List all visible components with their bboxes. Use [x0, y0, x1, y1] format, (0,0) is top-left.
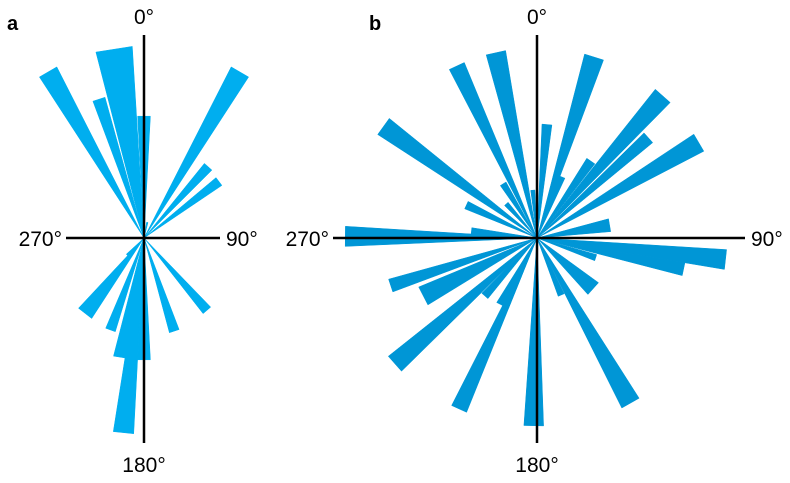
petal-b-5	[504, 201, 538, 239]
petals-b	[344, 50, 727, 427]
petal-b-13	[536, 88, 671, 239]
angle-label-90-b: 90°	[751, 228, 783, 251]
petal-b-9	[536, 123, 553, 239]
petal-b-15	[536, 133, 705, 239]
angle-label-180-a: 180°	[122, 454, 165, 477]
angle-label-0-a: 0°	[134, 6, 154, 29]
petal-b-22	[536, 237, 565, 297]
petal-a-13	[105, 237, 145, 333]
petal-b-28	[418, 237, 538, 306]
petal-b-18	[536, 237, 686, 276]
petal-b-4	[499, 181, 538, 239]
petal-a-1	[95, 46, 145, 239]
petal-b-25	[496, 237, 538, 309]
petal-a-5	[143, 66, 249, 239]
petal-a-8	[143, 237, 212, 314]
petal-b-11	[536, 175, 566, 239]
petal-a-0	[39, 66, 145, 239]
petal-b-27	[387, 237, 538, 372]
angle-label-270-a: 270°	[19, 228, 62, 251]
petal-a-15	[125, 237, 145, 257]
angle-label-270-b: 270°	[286, 228, 329, 251]
petal-a-7	[143, 177, 223, 239]
petal-b-26	[481, 237, 538, 299]
panel-label-a: a	[7, 13, 19, 35]
petal-b-1	[448, 62, 538, 239]
petal-b-2	[377, 118, 538, 239]
petal-b-0	[485, 50, 538, 239]
petal-a-2	[92, 96, 145, 239]
petal-a-12	[113, 237, 145, 361]
petal-a-14	[78, 237, 145, 319]
rose-diagram-a: a 0° 90° 180° 270°	[7, 6, 258, 477]
angle-label-0-b: 0°	[527, 6, 547, 29]
petal-b-19	[536, 237, 598, 262]
petal-b-7	[470, 227, 538, 239]
petal-b-21	[536, 237, 640, 409]
petal-b-23	[523, 237, 544, 427]
petal-b-8	[344, 226, 538, 247]
petal-b-29	[388, 237, 538, 293]
panel-label-b: b	[369, 13, 381, 35]
petal-b-16	[536, 218, 611, 239]
petal-b-20	[536, 237, 599, 295]
petal-b-3	[464, 201, 538, 239]
petal-b-14	[536, 132, 654, 239]
petal-b-12	[536, 157, 596, 239]
petal-a-9	[143, 237, 180, 334]
angle-label-180-b: 180°	[515, 454, 558, 477]
rose-diagram-b: b 0° 90° 180° 270°	[286, 6, 783, 477]
angle-label-90-a: 90°	[226, 228, 258, 251]
petal-a-6	[143, 163, 213, 239]
